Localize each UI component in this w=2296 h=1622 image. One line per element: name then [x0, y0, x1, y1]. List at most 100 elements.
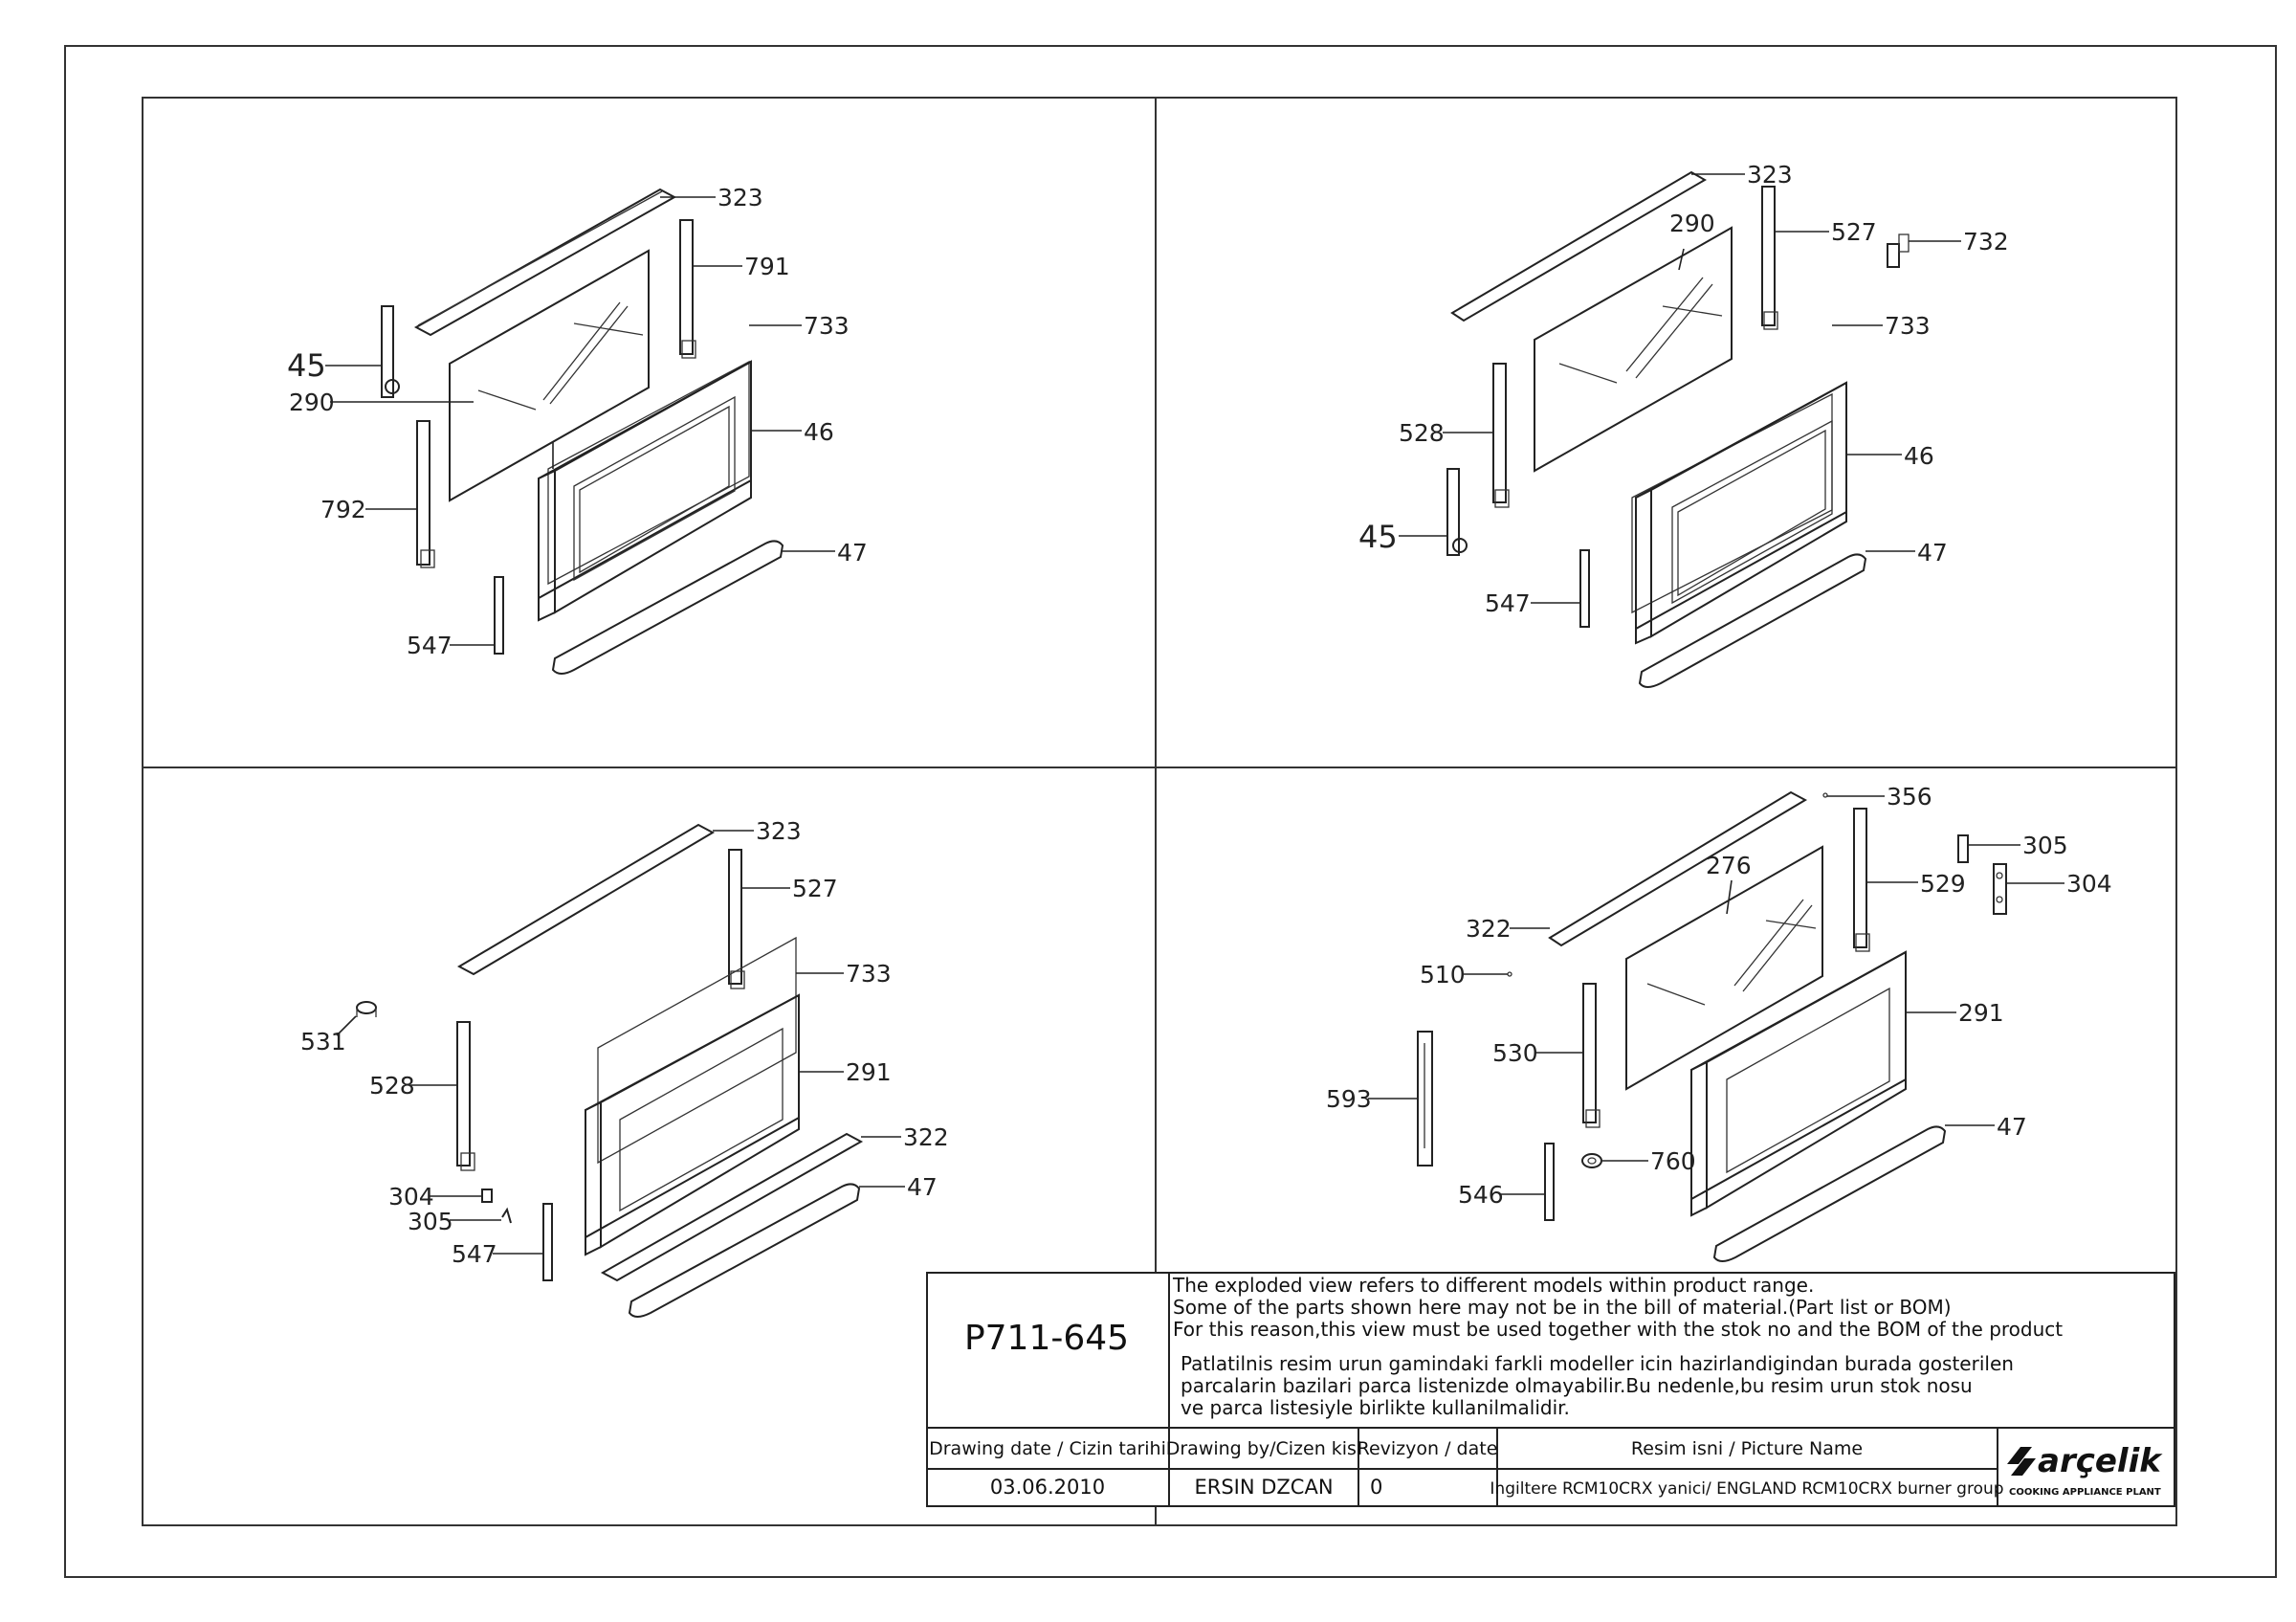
callout: 323: [756, 817, 802, 845]
part-strip-792: [416, 420, 435, 568]
value-picture-name: Ingiltere RCM10CRX yanici/ ENGLAND RCM10…: [1490, 1479, 2003, 1499]
callout: 45: [1358, 519, 1398, 555]
callout: 791: [744, 253, 790, 280]
value-drawn-by: ERSIN DZCAN: [1194, 1476, 1333, 1499]
outer-border: [64, 45, 2277, 1578]
note-en-3: For this reason,this view must be used t…: [1173, 1318, 2063, 1341]
value-revision: 0: [1370, 1476, 1382, 1499]
callout: 510: [1420, 961, 1466, 989]
callout: 733: [804, 312, 850, 340]
callouts-bottom-left: 323 527 733 531 528 291 322 304 305 47 5…: [300, 817, 949, 1268]
callouts-top-right: 323 290 527 732 733 528 46 45 47 547: [1358, 161, 2009, 617]
callout: 322: [1466, 915, 1512, 943]
leader-lines: [325, 173, 2064, 1255]
view-bottom-right: [1417, 790, 2007, 1262]
callout: 733: [846, 960, 892, 988]
note-en-2: Some of the parts shown here may not be …: [1173, 1296, 1952, 1319]
part-inner-glass-733: [547, 360, 750, 586]
callout: 792: [320, 496, 366, 523]
callouts-bottom-right: 356 276 305 529 304 322 510 291 530 593 …: [1326, 783, 2112, 1209]
header-picture-name: Resim isni / Picture Name: [1631, 1438, 1863, 1459]
callout: 46: [1904, 442, 1934, 470]
part-strip-791: [679, 219, 696, 359]
part-door-frame-291-bl: [585, 993, 800, 1256]
part-screw-356: [1822, 792, 1828, 798]
callout: 290: [289, 389, 335, 416]
part-screw-510: [1507, 971, 1512, 977]
callout: 291: [846, 1058, 892, 1086]
callout: 547: [1485, 589, 1531, 617]
part-strip-547: [494, 576, 504, 655]
callout: 304: [2066, 870, 2112, 898]
logo-plant: COOKING APPLIANCE PLANT: [2009, 1487, 2161, 1498]
callout: 46: [804, 418, 834, 446]
callout: 291: [1958, 999, 2004, 1027]
part-hinge-732-r: [1887, 233, 1910, 268]
part-top-trim-bl: [456, 823, 716, 976]
part-strip-527-r: [1761, 186, 1778, 330]
callout: 733: [1885, 312, 1931, 340]
value-date: 03.06.2010: [990, 1476, 1105, 1499]
part-door-frame-46-r: [1635, 381, 1847, 645]
callouts-top-left: 323 791 733 45 290 46 792 47 547: [287, 184, 868, 659]
inner-border: [142, 97, 2177, 1526]
callout: 527: [1831, 218, 1877, 246]
title-block: P711-645 The exploded view refers to dif…: [926, 1272, 2175, 1507]
arcelik-logo: arçelik COOKING APPLIANCE PLANT: [2007, 1442, 2163, 1498]
part-top-trim: [413, 188, 677, 337]
callout: 323: [1747, 161, 1793, 189]
logo-brand: arçelik: [2038, 1442, 2163, 1480]
note-tr-1: Patlatilnis resim urun gamindaki farkli …: [1181, 1352, 2014, 1375]
part-strip-528-bl: [456, 1021, 475, 1171]
callout: 547: [407, 632, 453, 659]
note-en-1: The exploded view refers to different mo…: [1172, 1274, 1814, 1297]
callout: 45: [287, 347, 326, 384]
header-date: Drawing date / Cizin tarihi: [929, 1438, 1166, 1459]
callout: 528: [1399, 419, 1445, 447]
callout: 546: [1458, 1181, 1504, 1209]
part-strip-530-br: [1582, 983, 1601, 1128]
part-hinge-304-br: [1993, 863, 2007, 915]
drawing-number: P711-645: [964, 1319, 1129, 1358]
part-washer-760: [1581, 1153, 1602, 1168]
part-glass-276-br: [1625, 845, 1823, 1091]
callout: 305: [408, 1208, 453, 1235]
callout: 323: [718, 184, 763, 211]
part-handle-47: [551, 540, 784, 675]
callout: 356: [1887, 783, 1932, 811]
callout: 528: [369, 1072, 415, 1100]
part-hinge-45-r: [1446, 468, 1468, 556]
part-handle-47-r: [1638, 553, 1867, 688]
part-lock-593-br: [1417, 1031, 1433, 1167]
note-tr-3: ve parca listesiyle birlikte kullanilmal…: [1181, 1396, 1570, 1419]
part-glass-panel: [449, 249, 650, 502]
callout: 47: [837, 539, 868, 567]
callout: 527: [792, 875, 838, 902]
callout: 531: [300, 1028, 346, 1055]
part-glass-r: [1534, 226, 1733, 473]
part-top-trim-r: [1450, 170, 1707, 322]
part-door-frame-291-br: [1690, 950, 1907, 1217]
part-handle-47-bl: [628, 1183, 861, 1318]
part-screw-305-bl: [501, 1207, 512, 1224]
part-trim-322-br: [1548, 790, 1808, 947]
view-top-right: [1446, 170, 1910, 688]
part-clip-304-bl: [481, 1189, 493, 1203]
part-inner-glass-733-bl: [597, 936, 797, 1165]
view-bottom-left: [356, 823, 864, 1318]
part-bracket-305-br: [1957, 834, 1969, 863]
part-strip-547-bl: [542, 1203, 553, 1281]
header-drawn-by: Drawing by/Cizen kisi: [1166, 1438, 1362, 1459]
part-strip-527-bl: [728, 849, 745, 989]
part-hinge-45: [381, 305, 400, 398]
callout: 276: [1706, 852, 1752, 879]
part-door-frame-46: [538, 360, 752, 622]
callout: 47: [1997, 1113, 2027, 1141]
part-trim-322-bl: [600, 1132, 864, 1282]
part-inner-glass-733-r: [1631, 392, 1833, 614]
callout: 547: [452, 1240, 497, 1268]
callout: 47: [907, 1173, 938, 1201]
part-strip-546-br: [1544, 1143, 1555, 1221]
part-strip-547-r: [1579, 549, 1590, 628]
